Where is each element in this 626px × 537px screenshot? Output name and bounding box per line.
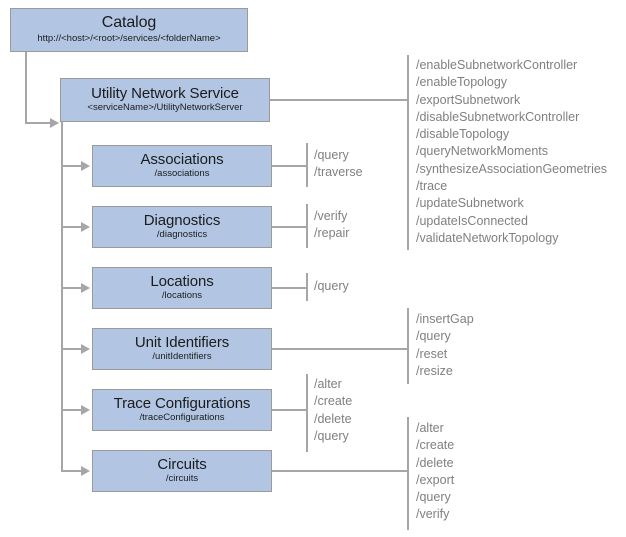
operation-item: /create [314,394,353,409]
operation-item: /query [314,148,349,162]
operation-item: /validateNetworkTopology [416,230,559,245]
operation-item: /query [416,329,451,344]
arrowhead-diagnostics [81,222,90,232]
operation-item: /queryNetworkMoments [416,144,548,159]
operation-bar-unit-identifiers [407,308,409,384]
operation-item: /synthesizeAssociationGeometries [416,161,608,176]
operation-item: /query [314,279,349,293]
node-associations[interactable]: Associations /associations [92,145,272,187]
operation-item: /trace [416,179,448,194]
node-catalog[interactable]: Catalog http://<host>/<root>/services/<f… [10,8,248,52]
operation-item: /repair [314,226,350,241]
operation-bar-circuits [407,417,409,530]
operations-locations: /query [314,278,349,295]
operation-item: /verify [416,507,450,522]
node-unit-identifiers-title: Unit Identifiers [134,333,230,351]
operation-item: /delete [416,455,454,470]
node-trace-configurations-title: Trace Configurations [113,394,251,412]
arrowhead-trace-configurations [81,405,90,415]
operation-item: /enableSubnetworkController [416,58,578,72]
operation-item: /updateSubnetwork [416,196,524,211]
operations-circuits: /alter /create /delete /export /query /v… [416,420,454,524]
operation-item: /verify [314,209,348,223]
operation-item: /traverse [314,165,363,180]
operation-item: /insertGap [416,312,474,326]
operations-diagnostics: /verify /repair [314,208,349,243]
node-circuits[interactable]: Circuits /circuits [92,450,272,492]
node-locations[interactable]: Locations /locations [92,267,272,309]
operation-item: /export [416,472,455,487]
connector-associations-to-operations [272,165,308,167]
connector-trunk-to-diagnostics [61,226,83,228]
node-trace-configurations-path: /traceConfigurations [139,412,225,424]
node-utility-network-service-title: Utility Network Service [91,84,239,102]
arrowhead-catalog-to-service [50,118,59,128]
node-associations-title: Associations [140,150,224,168]
operations-trace-configurations: /alter /create /delete /query [314,376,352,445]
node-diagnostics-path: /diagnostics [156,229,208,241]
operation-bar-locations [306,273,308,301]
arrowhead-unit-identifiers [81,344,90,354]
operation-item: /query [416,490,451,505]
connector-trace-configurations-to-operations [272,409,308,411]
operation-item: /updateIsConnected [416,213,528,228]
operation-item: /create [416,438,455,453]
arrowhead-circuits [81,466,90,476]
node-utility-network-service[interactable]: Utility Network Service <serviceName>/Ut… [60,78,270,122]
operation-item: /exportSubnetwork [416,92,521,107]
operation-bar-diagnostics [306,204,308,248]
operations-utility-network-service: /enableSubnetworkController /enableTopol… [416,57,607,247]
connector-diagnostics-to-operations [272,226,308,228]
node-unit-identifiers-path: /unitIdentifiers [152,351,212,363]
connector-locations-to-operations [272,287,308,289]
connector-catalog-right [25,122,52,124]
node-locations-title: Locations [150,272,214,290]
node-utility-network-service-path: <serviceName>/UtilityNetworkServer [87,102,243,114]
operation-bar-trace-configurations [306,374,308,452]
connector-trunk-to-locations [61,287,83,289]
connector-trunk-to-circuits [61,470,83,472]
arrowhead-associations [81,161,90,171]
connector-trunk-to-unit-identifiers [61,348,83,350]
operation-item: /alter [416,421,444,435]
connector-catalog-down [25,52,27,124]
connector-circuits-to-operations [272,470,408,472]
operation-item: /disableSubnetworkController [416,109,580,124]
operation-item: /disableTopology [416,127,510,142]
operation-item: /delete [314,411,352,426]
node-catalog-title: Catalog [101,13,157,31]
connector-service-to-operations [270,99,408,101]
node-circuits-title: Circuits [157,455,207,473]
operations-unit-identifiers: /insertGap /query /reset /resize [416,311,474,380]
node-diagnostics-title: Diagnostics [143,211,221,229]
operation-item: /resize [416,363,453,378]
connector-trunk-to-associations [61,165,83,167]
connector-service-trunk [61,122,63,471]
node-circuits-path: /circuits [165,473,199,485]
node-associations-path: /associations [154,168,210,180]
node-locations-path: /locations [161,290,203,302]
node-diagnostics[interactable]: Diagnostics /diagnostics [92,206,272,248]
arrowhead-locations [81,283,90,293]
operation-bar-service [407,55,409,250]
operation-bar-associations [306,143,308,187]
operation-item: /reset [416,346,448,361]
connector-trunk-to-trace-configurations [61,409,83,411]
operation-item: /enableTopology [416,75,508,90]
node-unit-identifiers[interactable]: Unit Identifiers /unitIdentifiers [92,328,272,370]
node-trace-configurations[interactable]: Trace Configurations /traceConfiguration… [92,389,272,431]
operations-associations: /query /traverse [314,147,363,182]
operation-item: /query [314,428,349,443]
node-catalog-path: http://<host>/<root>/services/<folderNam… [37,33,221,45]
connector-unit-identifiers-to-operations [272,348,408,350]
operation-item: /alter [314,377,342,391]
